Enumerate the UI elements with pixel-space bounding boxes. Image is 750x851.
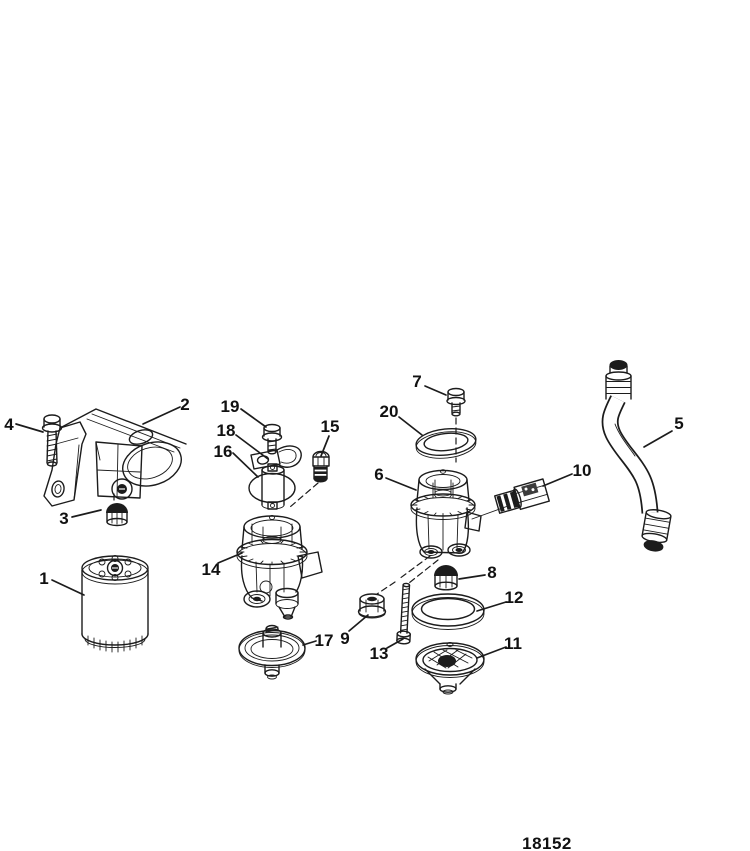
part-4-bolt [41, 414, 63, 467]
part-12-o-ring [411, 593, 485, 630]
callout-16-label: 16 [214, 442, 233, 461]
part-9-nut [357, 593, 387, 619]
part-2-mounting-bracket [43, 408, 187, 507]
part-19-bolt [261, 423, 283, 455]
callout-20-label: 20 [380, 402, 399, 421]
callout-8-label: 8 [487, 563, 496, 582]
callout-19-label: 19 [221, 397, 240, 416]
callout-10-label: 10 [573, 461, 592, 480]
part-3-plug [106, 493, 128, 527]
callout-7-label: 7 [412, 372, 421, 391]
callout-labels: 1 2 3 4 5 6 7 8 9 10 11 12 13 14 15 16 1… [4, 372, 683, 663]
part-18-clamp [250, 445, 302, 470]
part-1-oil-filter [81, 555, 149, 653]
callout-5-label: 5 [674, 414, 683, 433]
part-10-elbow-fitting [494, 478, 550, 514]
callout-3-label: 3 [59, 509, 68, 528]
callout-13-label: 13 [370, 644, 389, 663]
callout-9-label: 9 [340, 629, 349, 648]
part-6-fuel-pump [376, 469, 509, 595]
callout-14-label: 14 [202, 560, 221, 579]
callout-leader-lines [15, 385, 673, 659]
part-13-screw [396, 582, 411, 645]
part-20-o-ring [415, 427, 477, 459]
callout-17-label: 17 [315, 631, 334, 650]
part-11-cover [415, 642, 485, 695]
callout-6-label: 6 [374, 465, 383, 484]
part-7-bolt [446, 387, 466, 463]
callout-2-label: 2 [180, 395, 189, 414]
part-17-diaphragm [238, 624, 306, 680]
callout-1-label: 1 [39, 569, 48, 588]
part-8-plug [434, 565, 458, 591]
callout-4-label: 4 [4, 415, 14, 434]
part-15-fitting [289, 450, 330, 508]
callout-18-label: 18 [217, 421, 236, 440]
callout-15-label: 15 [321, 417, 340, 436]
drawing-part-number: 18152 [522, 834, 572, 851]
part-14-fuel-pump [236, 515, 323, 620]
callout-11-label: 11 [504, 634, 522, 653]
part-16-gasket [248, 463, 296, 510]
part-5-hose [601, 360, 672, 552]
callout-12-label: 12 [505, 588, 524, 607]
